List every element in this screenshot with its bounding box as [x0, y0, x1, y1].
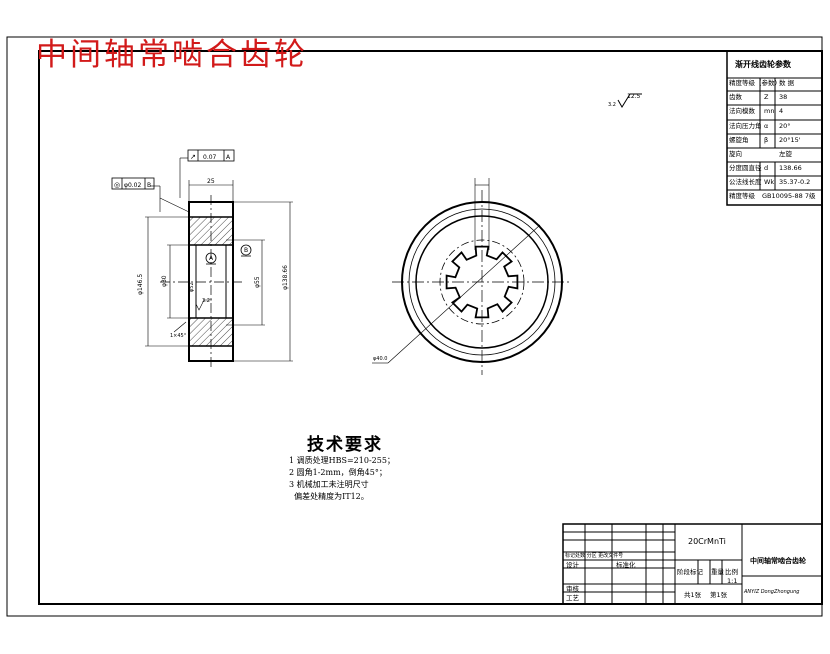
tech-line-2: 2 圆角1-2mm，倒角45°；	[289, 468, 387, 477]
title-block-grid	[562, 523, 823, 605]
param-value: GB10095-88 7级	[762, 192, 816, 200]
dim-outer: φ138.66	[282, 265, 289, 290]
param-value: 左旋	[779, 150, 792, 158]
param-table-grid	[726, 50, 823, 206]
param-symbol: α	[764, 122, 769, 130]
tech-title: 技术要求	[307, 435, 383, 455]
tb-scale: 比例	[725, 568, 738, 576]
dim-spline: φ52	[189, 282, 195, 292]
param-label: 分度圆直径	[729, 164, 762, 172]
param-table-title: 渐开线齿轮参数	[735, 60, 791, 69]
dim-tip: φ146.5	[137, 274, 144, 295]
param-label: 法向压力角	[729, 122, 762, 130]
param-value: 38	[779, 93, 788, 101]
tb-material: 20CrMnTi	[688, 537, 726, 546]
tb-scale-val: 1:1	[727, 577, 738, 585]
param-value: 4	[779, 107, 784, 115]
param-label: 公法线长度	[729, 178, 762, 186]
dim-width: 25	[207, 178, 215, 185]
dim-hub: φ55	[254, 276, 261, 288]
tol-face-symbol: ◎	[114, 181, 120, 189]
tb-review: 审核	[566, 585, 579, 593]
param-symbol: β	[764, 136, 769, 144]
dim-leader: φ40.0	[373, 356, 387, 362]
param-label: 齿数	[729, 93, 742, 101]
dim-bore: φ30	[161, 275, 168, 287]
param-value: 20°15'	[779, 136, 801, 144]
param-symbol: d	[764, 164, 769, 172]
drawing-title: 中间轴常啮合齿轮	[36, 37, 308, 73]
roughness-section: 3.2	[202, 298, 210, 304]
param-symbol: Z	[764, 93, 769, 101]
tb-mark-count: 标记处数 分区 更改文件号	[565, 553, 624, 559]
param-value: 138.66	[779, 164, 802, 172]
tol-runout-value: 0.07	[203, 154, 217, 161]
tech-line-4: 偏差处精度为IT12。	[289, 492, 369, 501]
tb-part-name: 中间轴常啮合齿轮	[750, 557, 806, 565]
dim-chamfer: 1×45°	[170, 333, 187, 339]
tol-face-value: φ0.02	[124, 182, 142, 189]
param-label: 旋向	[729, 150, 742, 158]
roughness-main: 12.5	[627, 93, 641, 100]
tol-face-datum: B	[147, 182, 151, 189]
gear-front-view	[372, 178, 572, 375]
param-label: 螺旋角	[729, 136, 749, 144]
gear-section-view	[160, 195, 245, 370]
datum-b-label: B	[244, 247, 248, 254]
tb-stage: 阶段标记	[677, 568, 703, 576]
param-label: 精度等级（参数）	[729, 79, 781, 87]
param-value: 20°	[779, 122, 791, 130]
tech-line-1: 1 调质处理HBS=210-255；	[289, 456, 395, 465]
param-label: 法向模数	[729, 107, 755, 115]
inner-border	[38, 50, 823, 605]
roughness-other: 3.2	[608, 102, 616, 108]
param-symbol: mn	[764, 107, 775, 115]
tb-weight: 重量	[711, 568, 724, 576]
tech-line-3: 3 机械加工未注明尺寸	[289, 480, 369, 489]
param-value: 数 据	[779, 79, 795, 87]
tb-sheets: 共1张	[684, 591, 702, 599]
param-value: 35.37-0.2	[779, 178, 811, 186]
section-dimensions	[145, 157, 293, 362]
roughness-mark-main	[617, 93, 642, 108]
tb-designer: 设计	[566, 561, 579, 569]
param-label: 精度等级	[729, 192, 755, 200]
datum-a-label: A	[209, 255, 214, 262]
param-symbol: Wk	[764, 178, 775, 186]
tb-process: 工艺	[566, 594, 579, 602]
tb-sheet-no: 第1张	[710, 591, 728, 599]
tolerance-frames	[111, 149, 252, 265]
tb-school: ANYIZ DongZhongung	[744, 589, 800, 595]
tb-standardize: 标准化	[616, 561, 636, 569]
tol-runout-symbol: ↗	[190, 153, 196, 161]
tol-runout-datum: A	[226, 154, 231, 161]
